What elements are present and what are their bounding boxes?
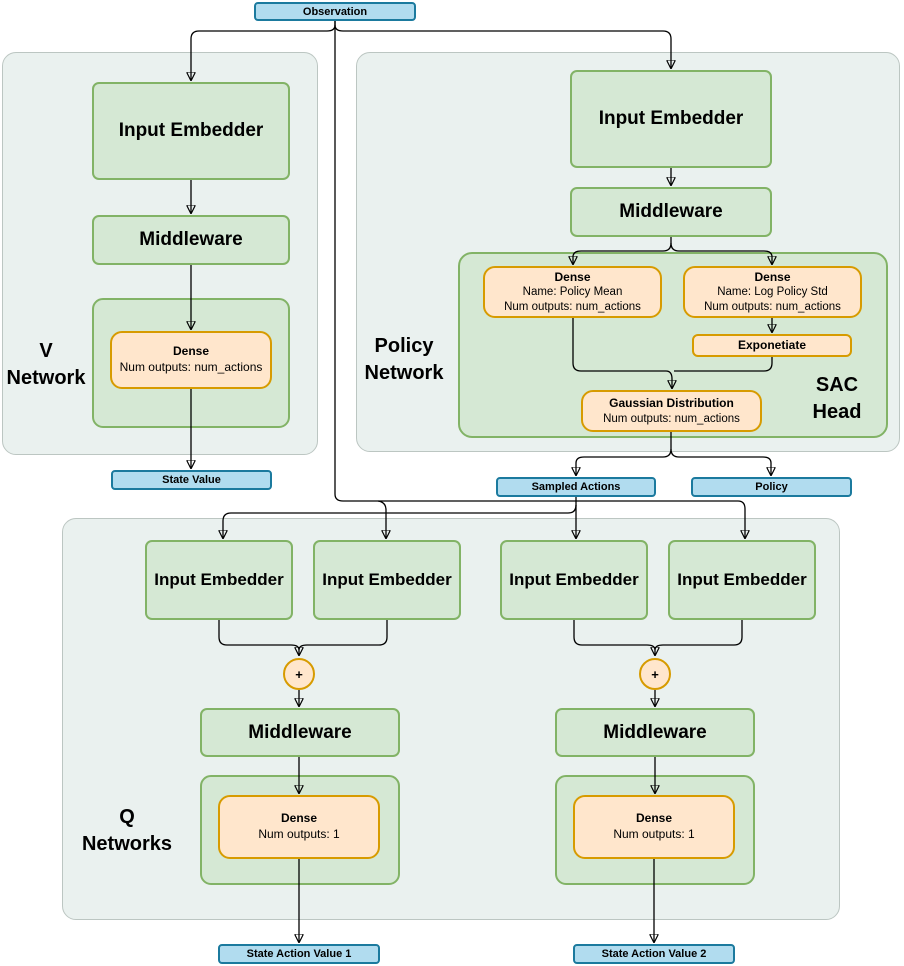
q-networks-label: Q Networks	[64, 804, 190, 858]
q2-input-embedder-2: Input Embedder	[668, 540, 816, 620]
exponetiate-box: Exponetiate	[692, 334, 852, 357]
gaussian-distribution-box: Gaussian Distribution Num outputs: num_a…	[581, 390, 762, 432]
q1-dense-line1: Num outputs: 1	[258, 827, 340, 841]
v-middleware: Middleware	[92, 215, 290, 265]
q1-middleware: Middleware	[200, 708, 400, 757]
sac-head-label: SAC Head	[790, 372, 884, 426]
v-dense-box: Dense Num outputs: num_actions	[110, 331, 272, 389]
q-networks-label-line1: Q	[119, 806, 135, 828]
sac-head-label-line2: Head	[812, 401, 862, 423]
v-network-label-line1: V	[39, 340, 53, 362]
q2-sum-node: +	[639, 658, 671, 690]
q1-input-embedder-2: Input Embedder	[313, 540, 461, 620]
policy-mean-dense-box: Dense Name: Policy Mean Num outputs: num…	[483, 266, 662, 318]
log-policy-std-dense-box: Dense Name: Log Policy Std Num outputs: …	[683, 266, 862, 318]
policy-mean-dense-line2: Num outputs: num_actions	[504, 300, 641, 313]
policy-input-embedder: Input Embedder	[570, 70, 772, 168]
state-value-box: State Value	[111, 470, 272, 490]
v-network-label: V Network	[4, 338, 88, 392]
q-networks-label-line2: Networks	[81, 833, 173, 855]
v-network-label-line2: Network	[6, 367, 86, 389]
exponetiate-label: Exponetiate	[737, 337, 806, 352]
state-action-value-1-box: State Action Value 1	[218, 944, 380, 964]
policy-mean-dense-line1: Name: Policy Mean	[522, 286, 623, 299]
policy-mean-dense-title: Dense	[554, 269, 591, 284]
q1-input-embedder-1: Input Embedder	[145, 540, 293, 620]
q1-dense-title: Dense	[280, 811, 318, 826]
q2-dense-line1: Num outputs: 1	[613, 827, 695, 841]
state-action-value-2-box: State Action Value 2	[573, 944, 735, 964]
policy-middleware: Middleware	[570, 187, 772, 237]
edge-gaussian-to-policy-output	[670, 448, 771, 475]
gaussian-title: Gaussian Distribution	[609, 396, 734, 411]
log-policy-std-dense-line1: Name: Log Policy Std	[717, 286, 828, 299]
observation-box: Observation	[254, 2, 416, 21]
policy-output-box: Policy	[691, 477, 852, 497]
q2-dense-box: Dense Num outputs: 1	[573, 795, 735, 859]
q1-dense-box: Dense Num outputs: 1	[218, 795, 380, 859]
gaussian-line1: Num outputs: num_actions	[603, 412, 740, 425]
q2-dense-title: Dense	[635, 811, 673, 826]
policy-network-label-line1: Policy	[374, 335, 434, 357]
v-dense-line1: Num outputs: num_actions	[119, 360, 263, 374]
q2-input-embedder-1: Input Embedder	[500, 540, 648, 620]
sac-head-label-line1: SAC	[815, 374, 859, 396]
log-policy-std-dense-line2: Num outputs: num_actions	[704, 300, 841, 313]
sampled-actions-box: Sampled Actions	[496, 477, 656, 497]
policy-network-label: Policy Network	[356, 333, 452, 387]
q2-middleware: Middleware	[555, 708, 755, 757]
log-policy-std-dense-title: Dense	[754, 269, 791, 284]
v-dense-title: Dense	[172, 344, 210, 359]
policy-network-label-line2: Network	[364, 362, 444, 384]
v-input-embedder: Input Embedder	[92, 82, 290, 180]
q1-sum-node: +	[283, 658, 315, 690]
